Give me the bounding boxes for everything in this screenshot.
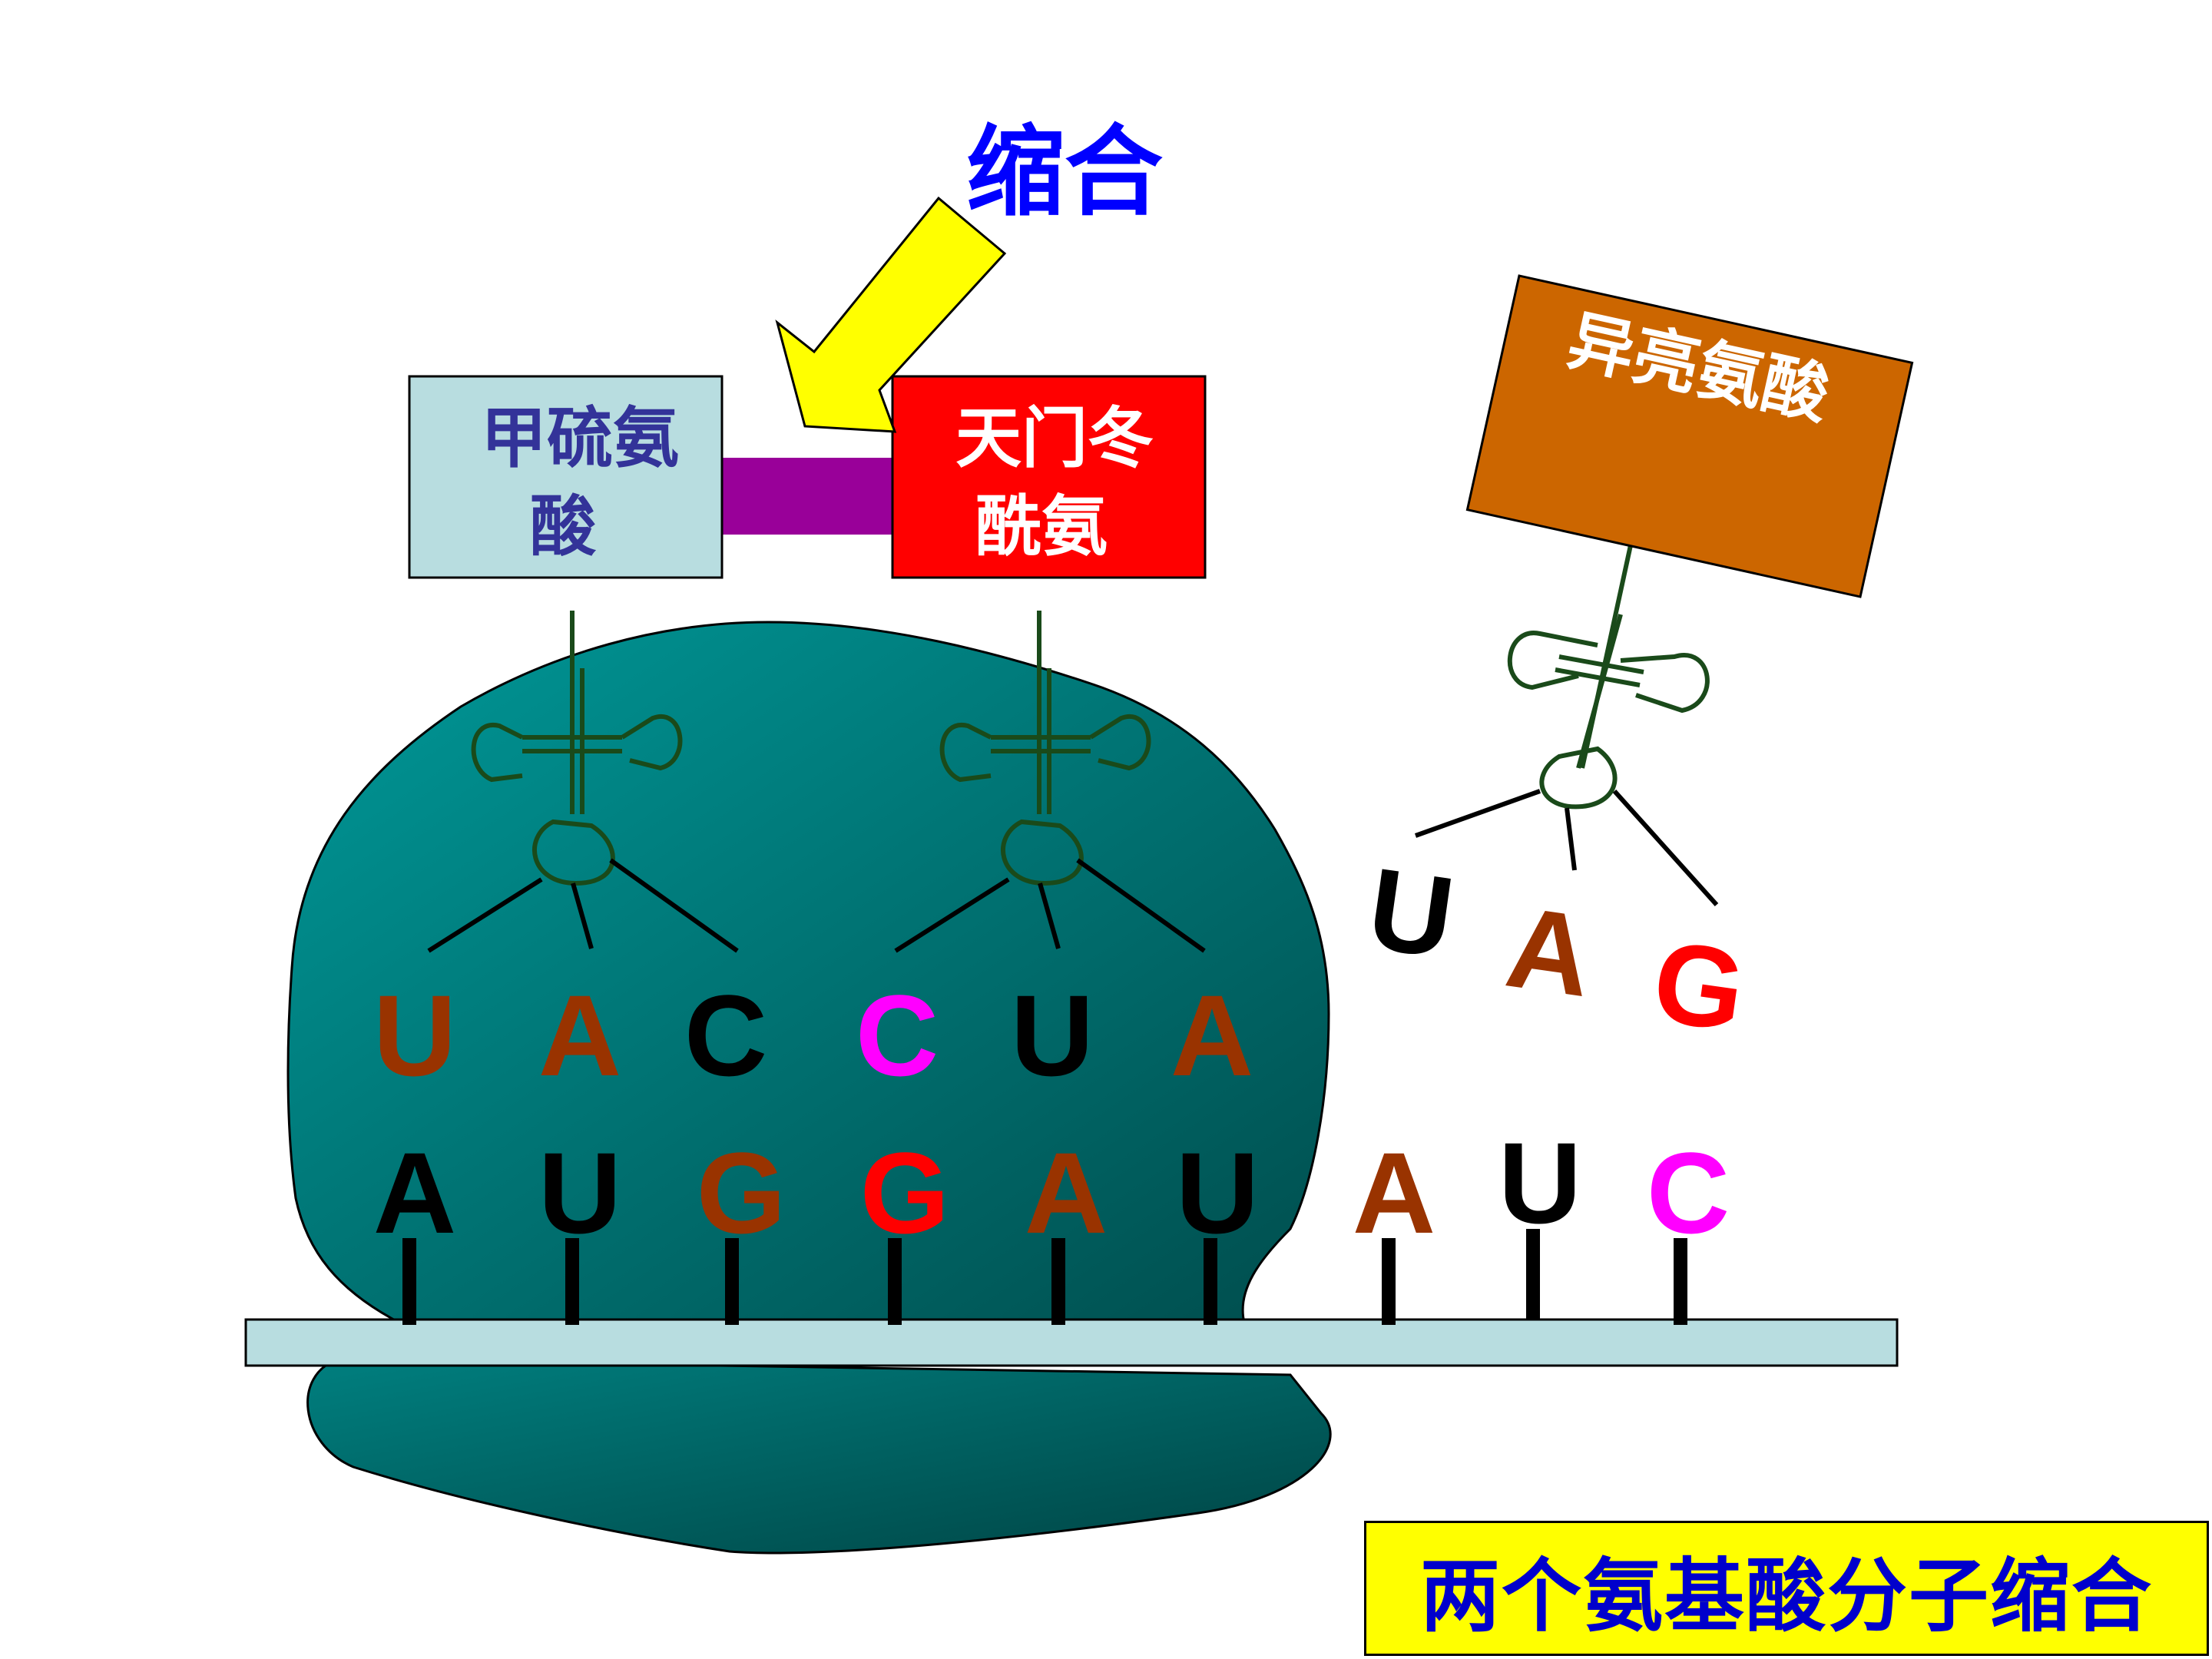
- mrna-base-2: U: [538, 1128, 621, 1257]
- mrna-strand: [244, 1318, 1899, 1367]
- trna1-anticodon-2: A: [538, 971, 621, 1100]
- trna-1-anticodon-legs: [427, 858, 739, 953]
- mrna-base-8: U: [1498, 1118, 1581, 1247]
- isoleucine-group: 异亮氨酸: [1465, 274, 1914, 598]
- trna-2-anticodon-legs: [894, 858, 1206, 953]
- condensation-label: 缩合: [966, 114, 1163, 230]
- mrna-base-1: A: [373, 1128, 456, 1257]
- mrna-base-5: A: [1025, 1128, 1108, 1257]
- trna-2: [939, 611, 1151, 886]
- caption-text: 两个氨基酸分子缩合: [1419, 1548, 2153, 1643]
- trna-3-anticodon-legs: [1414, 789, 1719, 907]
- mrna-base-4: G: [860, 1128, 950, 1257]
- methionine-box: [408, 375, 724, 579]
- peptide-bond: [722, 458, 895, 535]
- trna3-anticodon-3: G: [1646, 916, 1753, 1056]
- ribosome-small-subunit: [306, 1358, 1332, 1555]
- trna3-anticodon-1: U: [1361, 843, 1462, 982]
- mrna-base-3: G: [697, 1128, 786, 1257]
- methionine-label-line1: 甲硫氨: [481, 399, 679, 477]
- trna1-anticodon-3: C: [684, 971, 767, 1100]
- asparagine-box: [891, 375, 1207, 579]
- trna2-anticodon-3: A: [1171, 971, 1253, 1100]
- trna3-anticodon-2: A: [1499, 882, 1600, 1021]
- trna-1: [471, 611, 683, 886]
- trna2-anticodon-1: C: [856, 971, 939, 1100]
- condensation-arrow: [775, 196, 1007, 433]
- caption-box: 两个氨基酸分子缩合: [1364, 1521, 2209, 1656]
- isoleucine-box: [1465, 274, 1914, 598]
- asparagine-label-line1: 天门冬: [955, 399, 1154, 477]
- trna1-anticodon-1: U: [373, 971, 456, 1100]
- trna2-anticodon-2: U: [1011, 971, 1094, 1100]
- methionine-label-line2: 酸: [530, 488, 597, 565]
- mrna-base-9: C: [1647, 1128, 1730, 1257]
- mrna-base-7: A: [1353, 1128, 1435, 1257]
- mrna-base-6: U: [1176, 1128, 1259, 1257]
- trna-3: [1507, 545, 1710, 810]
- asparagine-label-line2: 酰氨: [975, 488, 1108, 565]
- mrna-base-sticks: [402, 1229, 1687, 1325]
- ribosome-large-subunit: [286, 621, 1330, 1324]
